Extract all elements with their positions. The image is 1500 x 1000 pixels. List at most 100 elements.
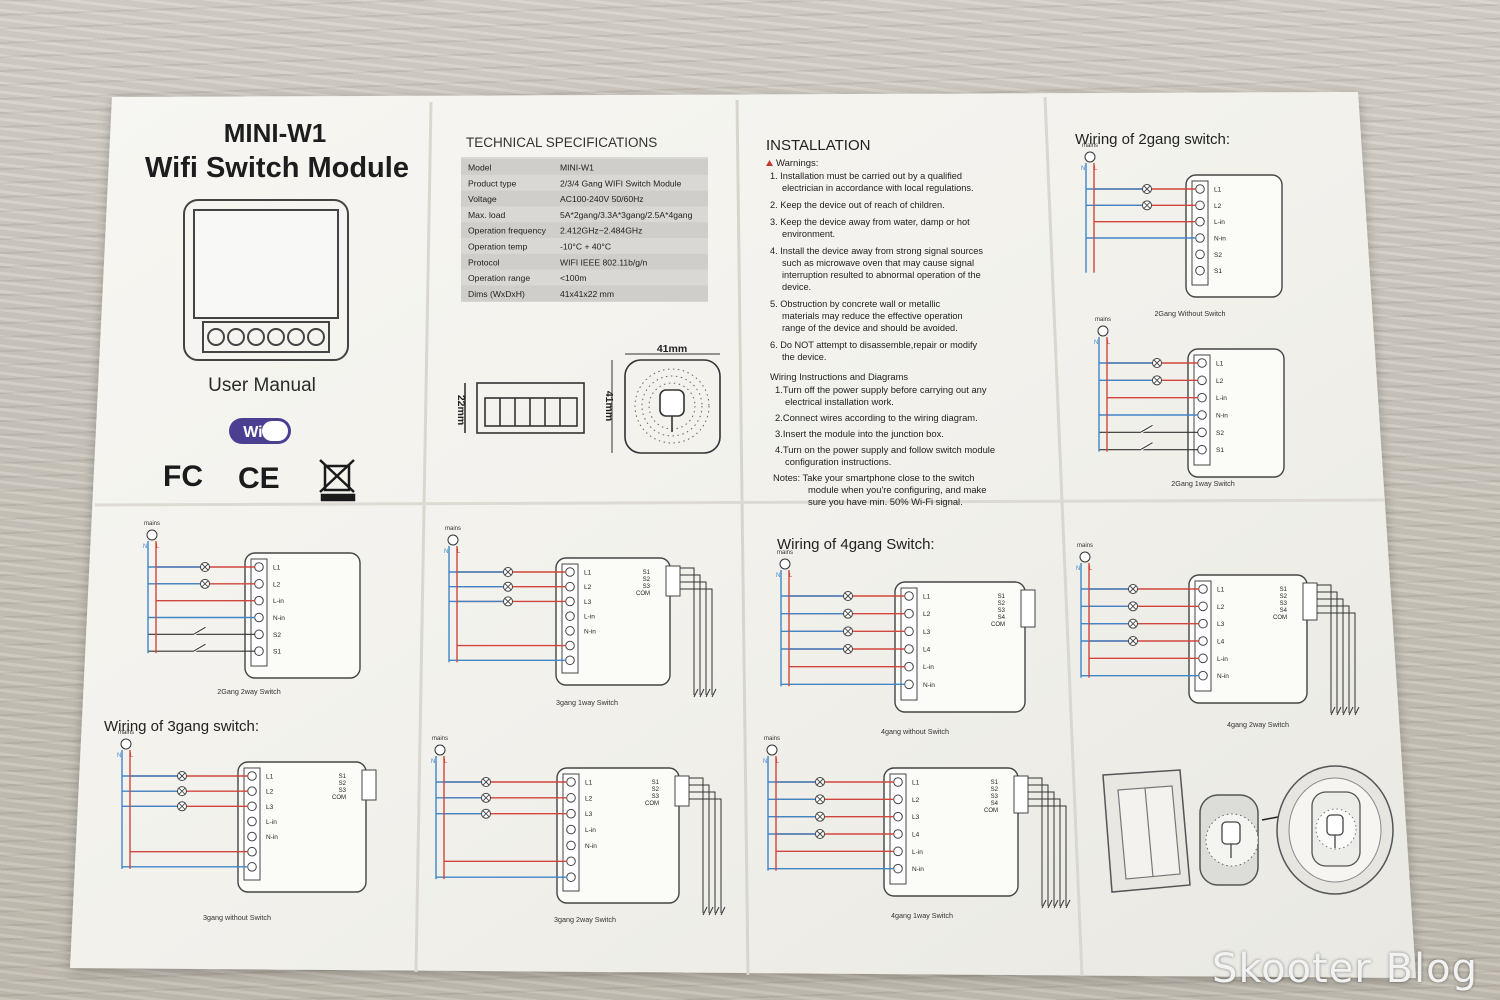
plug-icon (1079, 551, 1091, 563)
terminal-screw (904, 626, 914, 637)
wiring-instructions-heading: Wiring Instructions and Diagrams (770, 371, 908, 382)
lamp-cross (1129, 620, 1137, 627)
terminal-label: L1 (1214, 187, 1222, 194)
warning-line: device. (782, 282, 811, 292)
mains-label: mains (777, 550, 793, 556)
s-terminal-label: S2 (643, 577, 651, 583)
terminal-screw (904, 591, 914, 601)
plug-icon (779, 558, 791, 570)
installation-text: 1. Installation must be carried out by a… (770, 171, 995, 507)
switch-lever (699, 688, 705, 698)
switch-line (1317, 591, 1338, 713)
terminal-label: L2 (1217, 604, 1225, 611)
terminal-screw (254, 562, 264, 572)
spec-value: 41x41x22 mm (560, 289, 614, 299)
live-label: L (444, 759, 448, 765)
s-terminal-label: S2 (652, 787, 660, 793)
s-terminal-label: S1 (643, 570, 651, 576)
module-box (894, 581, 1026, 713)
wiring-step: electrical installation work. (785, 396, 894, 407)
switch-lever (193, 626, 206, 635)
diagram-caption: 3gang 1way Switch (556, 698, 618, 707)
terminal-label: L2 (585, 795, 593, 802)
spec-label: Operation temp (468, 242, 527, 252)
terminal-label: L2 (266, 789, 274, 796)
live-label: L (156, 544, 160, 550)
terminal-screw (1198, 636, 1208, 646)
terminal-label: N-in (912, 866, 924, 873)
plug-icon (1097, 325, 1109, 337)
terminal-label: L-in (923, 664, 934, 671)
terminal-label: L2 (912, 797, 920, 804)
switch-line (680, 588, 713, 695)
s-connector (361, 769, 377, 801)
live-label: L (1089, 566, 1093, 572)
terminal-screw (254, 579, 264, 589)
s-terminal-label: S1 (991, 780, 999, 786)
terminal-screw (565, 581, 575, 592)
mains-label: mains (445, 526, 461, 532)
spec-label: Operation frequency (468, 226, 547, 236)
plug-icon (766, 744, 778, 756)
lamp-cross (1129, 585, 1137, 593)
terminal-screw (1195, 184, 1205, 194)
switch-lever (1053, 899, 1059, 909)
terminal-screw (565, 655, 575, 666)
switch-lever (1140, 442, 1153, 451)
title-3gang: Wiring of 3gang switch: (104, 718, 259, 735)
lamp-cross (816, 813, 824, 820)
mains-label: mains (1082, 143, 1098, 149)
diagram-caption: 4gang 2way Switch (1227, 720, 1289, 729)
terminal-label: L1 (1216, 361, 1224, 368)
terminal-screw (1195, 200, 1205, 211)
terminal-screw (247, 786, 257, 796)
terminal-screw (1197, 358, 1207, 368)
terminal-label: L3 (912, 814, 920, 821)
terminal-label: S1 (1214, 268, 1222, 275)
switch-line (1317, 605, 1350, 713)
spec-label: Dims (WxDxH) (468, 289, 525, 299)
product-title: Wifi Switch Module (145, 152, 409, 184)
neutral-label: N (117, 753, 121, 759)
s-terminal-label: S3 (643, 584, 651, 590)
warning-line: 6. Do NOT attempt to disassemble,repair … (770, 340, 978, 350)
switch-lever (702, 906, 708, 916)
module-box (1187, 348, 1285, 478)
module-icon (1199, 794, 1259, 886)
terminal-label: L-in (1214, 219, 1225, 226)
title-2gang: Wiring of 2gang switch: (1075, 131, 1230, 148)
diagram-caption: 4gang 1way Switch (891, 911, 953, 920)
switch-line (680, 567, 695, 695)
live-label: L (776, 759, 780, 765)
terminal-screw (904, 608, 914, 619)
terminal-screw (1197, 375, 1207, 386)
switch-lever (1330, 706, 1336, 716)
neutral-label: N (1094, 340, 1098, 346)
wiring-step: configuration instructions. (785, 456, 891, 467)
spec-value: AC100-240V 50/60Hz (560, 194, 644, 204)
module-box (555, 557, 671, 686)
terminal-label: N-in (266, 834, 278, 841)
lamp-cross (844, 645, 852, 653)
s-connector (1013, 775, 1029, 814)
mains-label: mains (118, 730, 134, 736)
terminal-screw (247, 801, 257, 812)
live-label: L (1094, 166, 1098, 172)
lamp-cross (844, 592, 852, 600)
dim-height-label: 41mm (603, 391, 615, 421)
terminal-label: L2 (923, 611, 931, 618)
terminal-label: L4 (912, 832, 920, 839)
terminal-screw (566, 777, 576, 787)
s-terminal-label: COM (1273, 615, 1287, 621)
neutral-label: N (1076, 566, 1080, 572)
ce-mark-icon: CE (238, 462, 280, 495)
terminal-screw (1197, 444, 1207, 455)
terminal-label: N-in (1217, 673, 1229, 680)
spec-row-bg (461, 253, 708, 270)
warning-line: the device. (782, 352, 826, 362)
lamp-cross (816, 796, 824, 803)
